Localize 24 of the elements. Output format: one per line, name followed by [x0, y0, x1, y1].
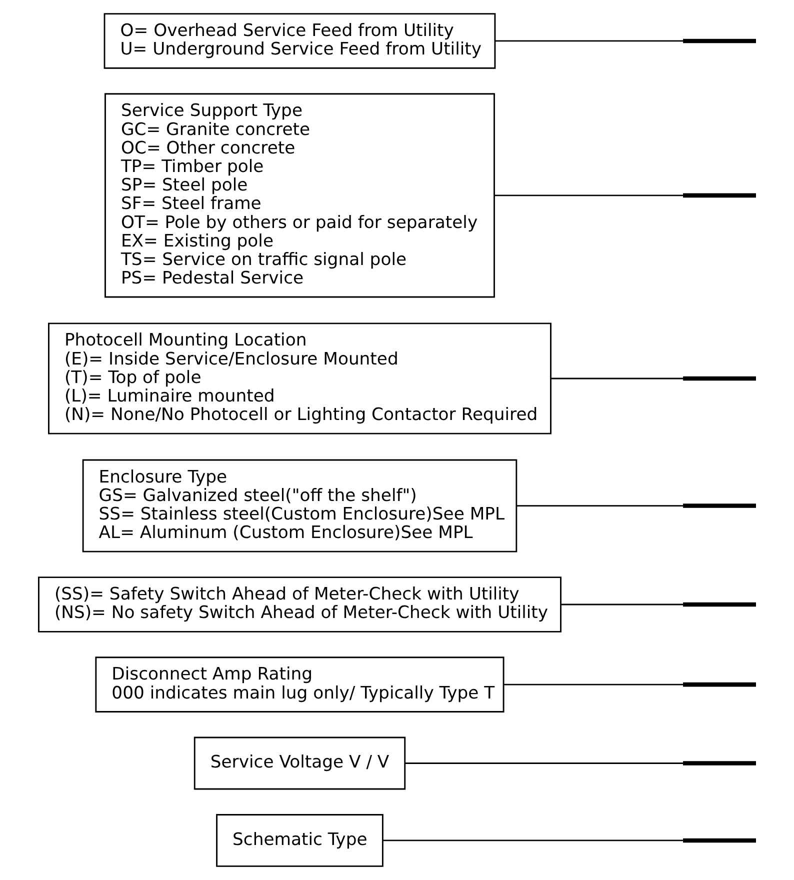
node-box: Service Support Type GC= Granite concrete OC= Other concrete TP= Timber pole SP= Steel pole SF= Steel frame OT= Pole by others or paid for separately EX= Existing pole TS= Service on traffic signal pole PS= Pedestal Service — [104, 93, 495, 298]
node-bar — [683, 602, 756, 607]
node-box: Enclosure Type GS= Galvanized steel("off the shelf") SS= Stainless steel(Custom Enclosure)See MPL AL= Aluminum (Custom Enclosure)See MPL — [82, 459, 518, 552]
node-box: Photocell Mounting Location (E)= Inside Service/Enclosure Mounted (T)= Top of pole (L)= Luminaire mounted (N)= None/No Photocell or Lighting Contactor Required — [48, 322, 552, 434]
connector — [383, 840, 684, 842]
node-box: Disconnect Amp Rating 000 indicates main lug only/ Typically Type T — [95, 656, 504, 712]
connector — [496, 40, 684, 42]
connector — [494, 194, 684, 196]
node-bar — [683, 193, 756, 198]
node-bar — [683, 682, 756, 687]
connector — [405, 762, 684, 764]
connector — [560, 604, 684, 606]
node-box: (SS)= Safety Switch Ahead of Meter-Check with Utility (NS)= No safety Switch Ahead of Meter-Check with Utility — [38, 576, 562, 632]
connector — [517, 505, 684, 506]
node-bar — [683, 38, 756, 44]
connector — [551, 378, 684, 380]
node-bar — [683, 761, 756, 766]
node-box: Service Voltage V / V — [194, 736, 406, 790]
connector — [504, 684, 684, 686]
node-box: Schematic Type — [216, 814, 384, 867]
node-box: O= Overhead Service Feed from Utility U= Underground Service Feed from Utility — [104, 13, 496, 69]
node-bar — [683, 504, 756, 508]
node-bar — [683, 376, 756, 381]
node-bar — [683, 838, 756, 843]
